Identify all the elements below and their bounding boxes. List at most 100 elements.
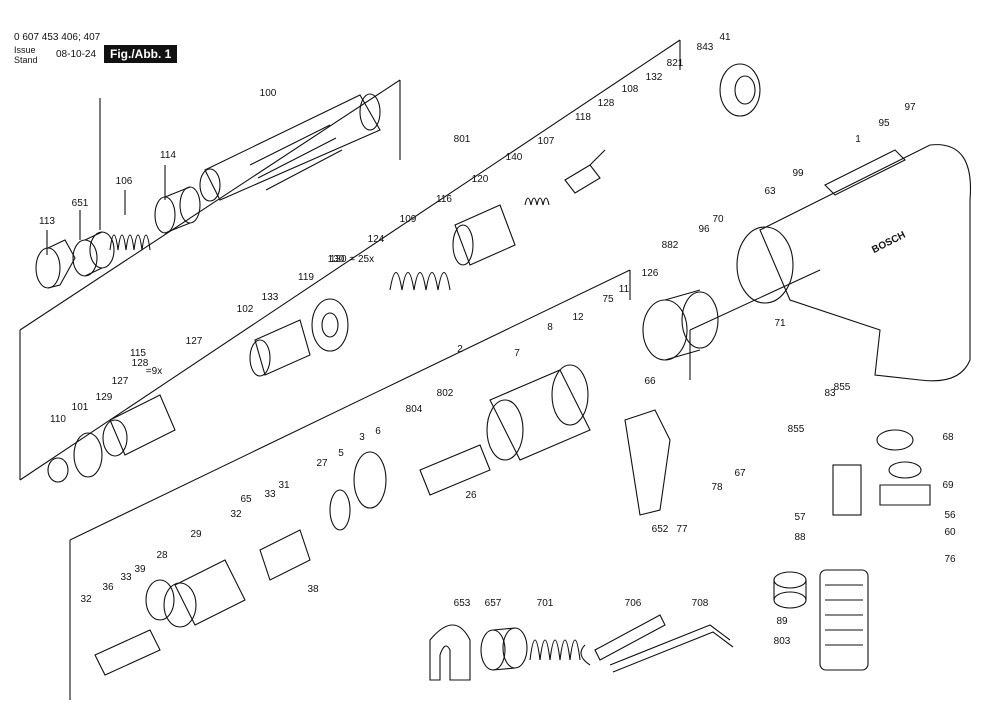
callout-882: 882 [662, 240, 679, 251]
callout-2: 2 [457, 344, 463, 355]
callout-65: 65 [240, 494, 252, 505]
callout-5: 5 [338, 448, 344, 459]
housing-1 [736, 144, 972, 382]
callout-107: 107 [538, 136, 555, 147]
callout-39: 39 [134, 564, 146, 575]
gear-36 [145, 579, 175, 621]
callout-28: 28 [156, 550, 168, 561]
fitting-56 [879, 461, 931, 506]
end-cap-41 [719, 63, 761, 117]
end-plate-6 [353, 451, 387, 509]
callout-27: 27 [316, 458, 328, 469]
callout-67: 67 [734, 468, 746, 479]
callout-66: 66 [644, 376, 656, 387]
callout-803: 803 [774, 636, 791, 647]
callout-38: 38 [307, 584, 319, 595]
callout-801: 801 [454, 134, 471, 145]
callout-126: 126 [642, 268, 659, 279]
callout-32: 32 [230, 509, 242, 520]
callout-128: 128 [132, 358, 149, 369]
frame-line-lower [69, 269, 631, 700]
callout-128: 128 [598, 98, 615, 109]
filter-653 [819, 569, 869, 671]
spring-706 [529, 639, 581, 661]
callout-labels: 1001141066511138011401201071181281081328… [0, 0, 956, 647]
callout-78: 78 [711, 482, 723, 493]
callout-119: 119 [298, 272, 314, 283]
rotor-3 [419, 444, 491, 496]
callout-855: 855 [788, 424, 805, 435]
callout-71: 71 [774, 318, 786, 329]
spindle-38 [94, 629, 161, 676]
sleeve-701 [480, 627, 528, 671]
issue-stand-label: Issue Stand [14, 45, 38, 65]
leader-lines-upper [46, 98, 166, 255]
part-number: 0 607 453 406; 407 [14, 32, 101, 43]
ring-110 [73, 432, 103, 478]
callout-96: 96 [698, 224, 710, 235]
planet-carrier-28 [163, 559, 246, 628]
callout-41: 41 [719, 32, 731, 43]
callout-31: 31 [278, 480, 290, 491]
callout-3: 3 [359, 432, 365, 443]
clutch-102 [249, 319, 311, 377]
callout-88: 88 [794, 532, 806, 543]
document-header: 0 607 453 406; 407 Issue Stand 08-10-24 … [14, 32, 194, 72]
callout-69: 69 [942, 480, 954, 491]
callout-118: 118 [575, 112, 591, 123]
issue-date: 08-10-24 [56, 49, 97, 60]
callout-855: 855 [834, 382, 851, 393]
callout-843: 843 [697, 42, 714, 53]
callout-60: 60 [944, 527, 956, 538]
callout-1: 1 [855, 134, 861, 145]
callout-76: 76 [944, 554, 956, 565]
plug-803 [773, 571, 807, 609]
callout-804: 804 [406, 404, 423, 415]
callout-56: 56 [944, 510, 956, 521]
callout-120: 120 [472, 174, 489, 185]
callout-97: 97 [904, 102, 916, 113]
callout-70: 70 [712, 214, 724, 225]
callout-68: 68 [942, 432, 954, 443]
callout-127: 127 [112, 376, 129, 387]
cylinder-2 [486, 369, 591, 461]
callout-11: 11 [619, 284, 630, 295]
callout-132: 132 [646, 72, 663, 83]
callout-102: 102 [237, 304, 254, 315]
callout-29: 29 [190, 529, 202, 540]
callout-651: 651 [72, 198, 89, 209]
callout-89: 89 [776, 616, 788, 627]
callout-110: 110 [50, 414, 66, 425]
callout-95: 95 [878, 118, 890, 129]
washer-26 [329, 489, 351, 531]
note-small-balls-count: =9x [146, 366, 162, 377]
stand-label: Stand [14, 55, 38, 65]
wrench-708 [580, 614, 666, 666]
ring-gear-29 [259, 529, 311, 581]
hex-key-712 [609, 624, 734, 673]
callout-124: 124 [368, 234, 385, 245]
callout-115: 115 [130, 348, 146, 359]
issue-label: Issue [14, 45, 36, 55]
callout-821: 821 [667, 58, 684, 69]
frame-line-mid [19, 39, 681, 481]
spindle-100 [199, 93, 381, 202]
plate-95 [824, 149, 906, 196]
figure-label: Fig./Abb. 1 [104, 45, 178, 63]
sleeve-651 [72, 231, 115, 277]
callout-6: 6 [375, 426, 381, 437]
spring-107 [524, 197, 550, 206]
callout-7: 7 [514, 348, 520, 359]
callout-127: 127 [186, 336, 203, 347]
clutch-101 [102, 394, 176, 457]
ring-882 [642, 289, 719, 361]
callout-8: 8 [547, 322, 553, 333]
callout-108: 108 [622, 84, 639, 95]
callout-12: 12 [572, 312, 584, 323]
block-88 [832, 464, 862, 516]
callout-99: 99 [792, 168, 804, 179]
callout-653: 653 [454, 598, 471, 609]
callout-101: 101 [72, 402, 89, 413]
